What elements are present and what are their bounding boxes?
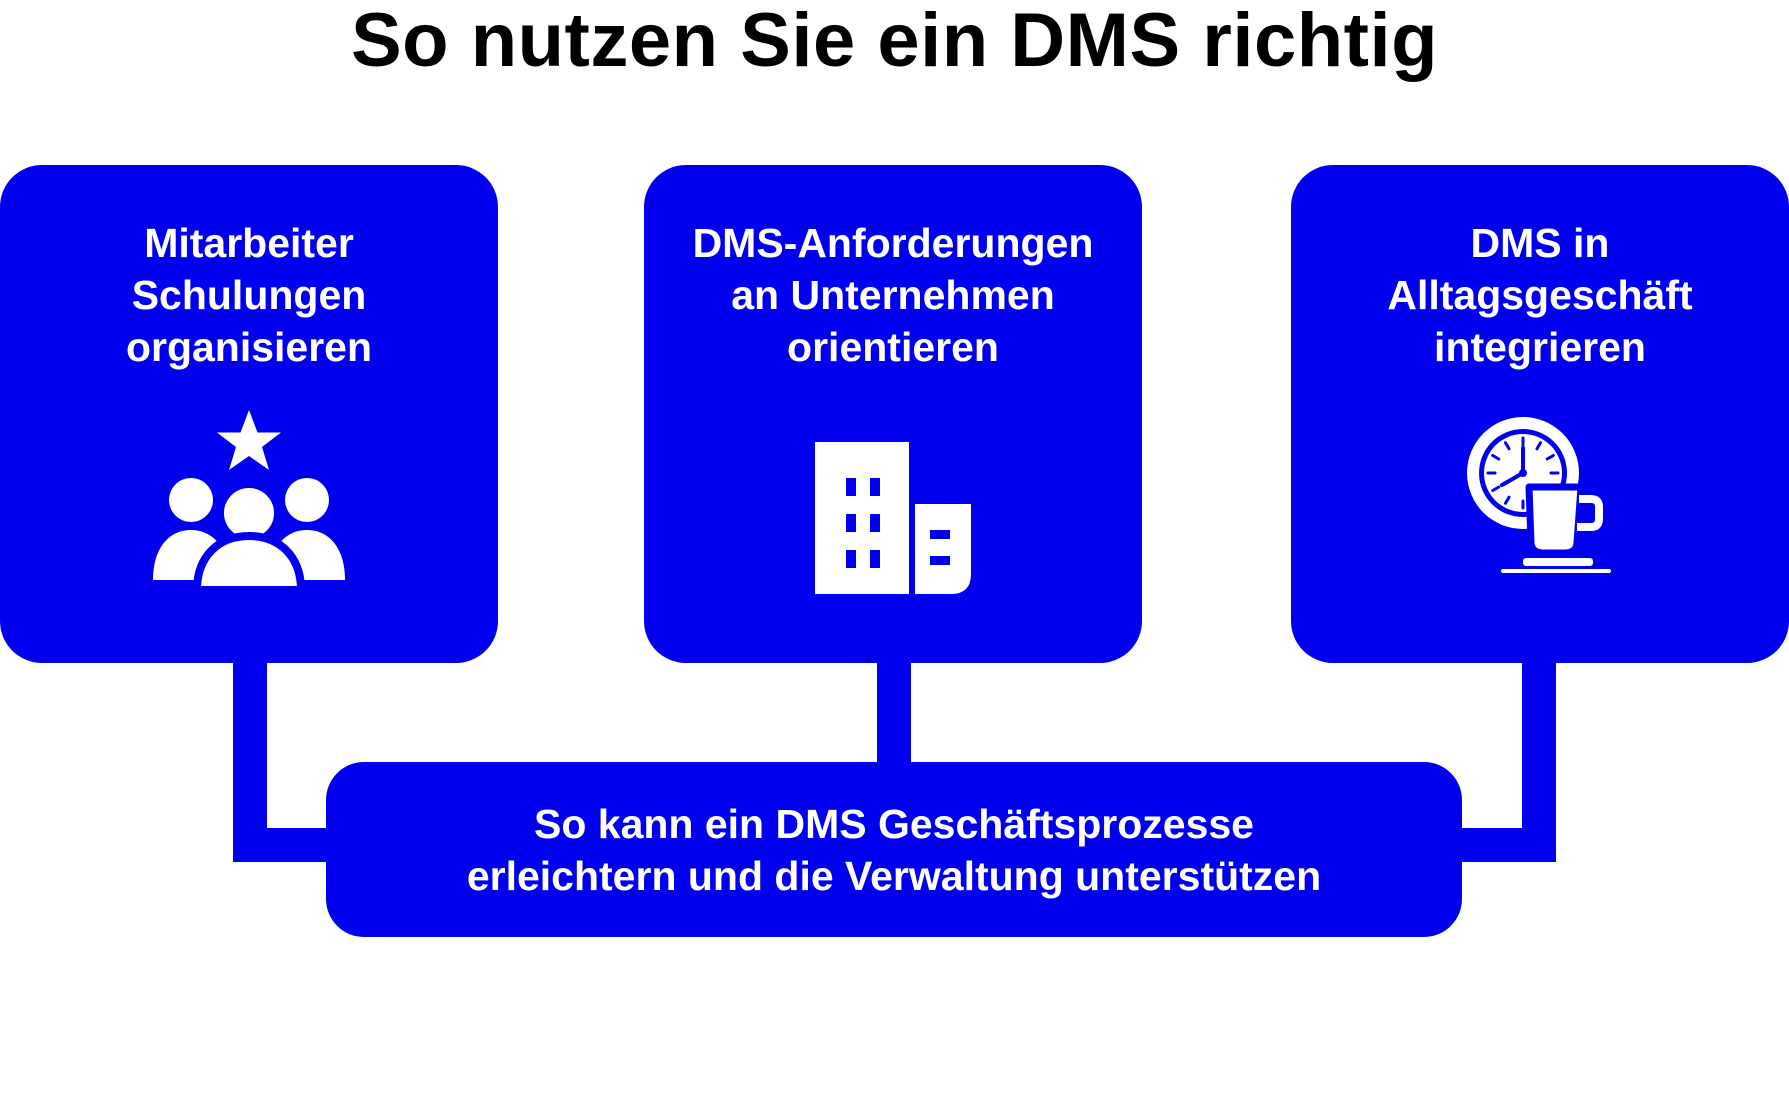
card-label: Mitarbeiter Schulungen organisieren: [125, 220, 373, 370]
card-dms-requirements: DMS-Anforderungen an Unternehmen orienti…: [644, 165, 1142, 663]
connector-middle-vertical: [877, 660, 911, 770]
card-label: DMS in Alltagsgeschäft integrieren: [1387, 220, 1693, 370]
card-label: DMS-Anforderungen an Unternehmen orienti…: [692, 220, 1094, 370]
summary-box: So kann ein DMS Geschäftsprozesse erleic…: [326, 762, 1462, 937]
page-title: So nutzen Sie ein DMS richtig: [350, 0, 1439, 83]
summary-label: So kann ein DMS Geschäftsprozesse erleic…: [466, 800, 1322, 899]
office-building-icon: [815, 442, 971, 594]
connector-right-horizontal: [1446, 828, 1556, 862]
team-star-icon: [153, 410, 345, 588]
card-employee-training: Mitarbeiter Schulungen organisieren: [0, 165, 498, 663]
card-dms-integration: DMS in Alltagsgeschäft integrieren: [1291, 165, 1789, 663]
clock-coffee-icon: [1467, 417, 1611, 573]
connector-left-horizontal: [233, 828, 343, 862]
